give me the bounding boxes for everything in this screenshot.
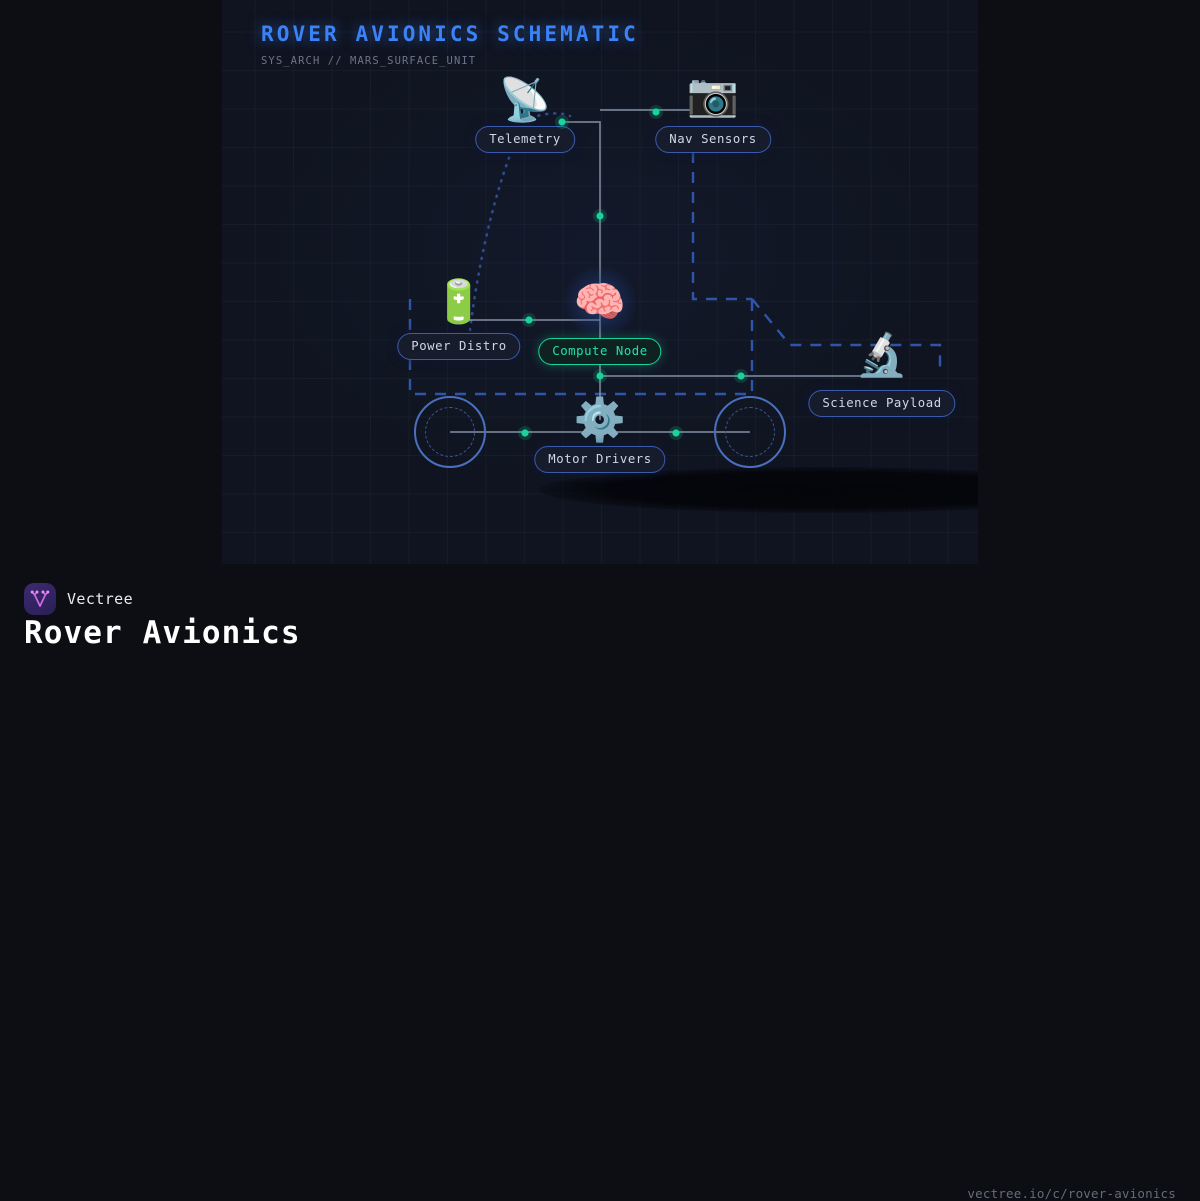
page-title: ROVER AVIONICS SCHEMATIC <box>261 22 639 46</box>
node-label-nav-sensors[interactable]: Nav Sensors <box>655 126 771 153</box>
j-science <box>734 369 748 383</box>
j-telemetry <box>555 115 569 129</box>
junction-layer <box>518 105 748 440</box>
telemetry-signal-arc <box>468 112 572 332</box>
j-trunk-mid <box>593 209 607 223</box>
bus-to-science <box>751 298 942 370</box>
wheel-left <box>414 396 486 468</box>
canvas-header: ROVER AVIONICS SCHEMATIC SYS_ARCH // MAR… <box>261 22 639 67</box>
telemetry-to-trunk <box>562 121 601 302</box>
camera-flash-icon: 📷 <box>686 70 740 119</box>
node-label-science-payload[interactable]: Science Payload <box>808 390 956 417</box>
vectree-logo-icon <box>24 583 56 615</box>
node-halo <box>563 265 637 339</box>
page-footer: Vectree Rover Avionics vectree.io/c/rove… <box>0 564 1200 1201</box>
bus-nav-down <box>691 152 752 301</box>
j-power <box>522 313 536 327</box>
rover-ground-shadow <box>539 467 978 513</box>
node-label-power-distro[interactable]: Power Distro <box>397 333 521 360</box>
brand-block: Vectree <box>24 583 133 615</box>
wheel-right <box>714 396 786 468</box>
brand-name: Vectree <box>67 590 134 608</box>
brain-icon: 🧠 <box>573 277 627 326</box>
battery-icon: 🔋 <box>432 277 486 326</box>
j-wheel-r <box>669 426 683 440</box>
schematic-canvas: ROVER AVIONICS SCHEMATIC SYS_ARCH // MAR… <box>222 0 978 564</box>
j-wheel-l <box>518 426 532 440</box>
satellite-dish-icon: 📡 <box>498 75 552 124</box>
footer-url: vectree.io/c/rover-avionics <box>967 1186 1176 1201</box>
j-nav <box>649 105 663 119</box>
microscope-icon: 🔬 <box>855 330 909 379</box>
node-label-telemetry[interactable]: Telemetry <box>475 126 575 153</box>
page-subtitle: SYS_ARCH // MARS_SURFACE_UNIT <box>261 55 477 67</box>
j-compute-dn <box>593 369 607 383</box>
gear-icon: ⚙️ <box>573 395 627 444</box>
node-label-motor-drivers[interactable]: Motor Drivers <box>534 446 666 473</box>
node-label-compute-node[interactable]: Compute Node <box>538 338 662 365</box>
footer-title: Rover Avionics <box>24 615 301 651</box>
